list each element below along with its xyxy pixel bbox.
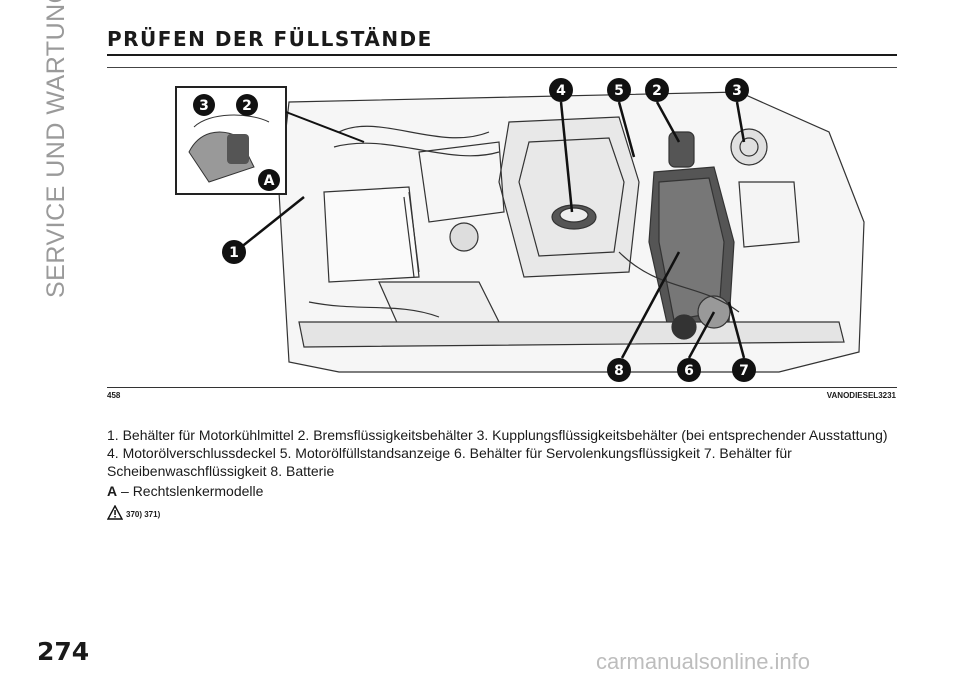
inset-callout-2: 2 — [236, 94, 258, 116]
engine-bay-figure: 1 4 5 2 3 8 6 7 3 2 A — [175, 78, 865, 382]
title-rule — [107, 54, 897, 56]
svg-text:4: 4 — [556, 83, 566, 99]
svg-text:5: 5 — [614, 83, 624, 99]
side-section-title: SERVICE UND WARTUNG — [42, 0, 70, 298]
inset-callout-A: A — [258, 169, 280, 191]
page-title: PRÜFEN DER FÜLLSTÄNDE — [107, 27, 433, 51]
callout-4: 4 — [549, 78, 573, 102]
callout-1: 1 — [222, 240, 246, 264]
figure-code: VANODIESEL3231 — [826, 391, 896, 400]
inset-callout-3: 3 — [193, 94, 215, 116]
rhd-letter: A — [107, 483, 118, 499]
callout-2: 2 — [645, 78, 669, 102]
warning-triangle-icon — [107, 505, 123, 520]
rhd-note: A – Rechtslenkermodelle — [107, 483, 263, 499]
rhd-text: – Rechtslenkermodelle — [117, 483, 264, 499]
callout-leaders — [234, 101, 746, 359]
svg-text:1: 1 — [229, 245, 239, 261]
callouts: 1 4 5 2 3 8 6 7 3 2 A — [193, 78, 756, 382]
svg-text:7: 7 — [739, 363, 749, 379]
figure-number: 458 — [107, 391, 121, 400]
svg-text:2: 2 — [652, 83, 662, 99]
figure-caption: 1. Behälter für Motorkühlmittel 2. Brems… — [107, 427, 888, 479]
callout-5: 5 — [607, 78, 631, 102]
callout-8: 8 — [607, 358, 631, 382]
svg-text:8: 8 — [614, 363, 624, 379]
engine-bay-illustration — [278, 91, 865, 373]
rhd-inset — [175, 86, 365, 195]
page-number: 274 — [37, 637, 90, 666]
svg-text:2: 2 — [242, 98, 252, 114]
watermark: carmanualsonline.info — [596, 649, 811, 674]
callout-6: 6 — [677, 358, 701, 382]
callout-7: 7 — [732, 358, 756, 382]
title-rule-secondary — [107, 67, 897, 68]
svg-text:A: A — [264, 173, 275, 189]
svg-text:3: 3 — [732, 83, 742, 99]
svg-text:3: 3 — [199, 98, 209, 114]
figure-rule — [107, 387, 897, 388]
svg-text:6: 6 — [684, 363, 694, 379]
callout-3: 3 — [725, 78, 749, 102]
warning-references: 370) 371) — [126, 510, 161, 519]
